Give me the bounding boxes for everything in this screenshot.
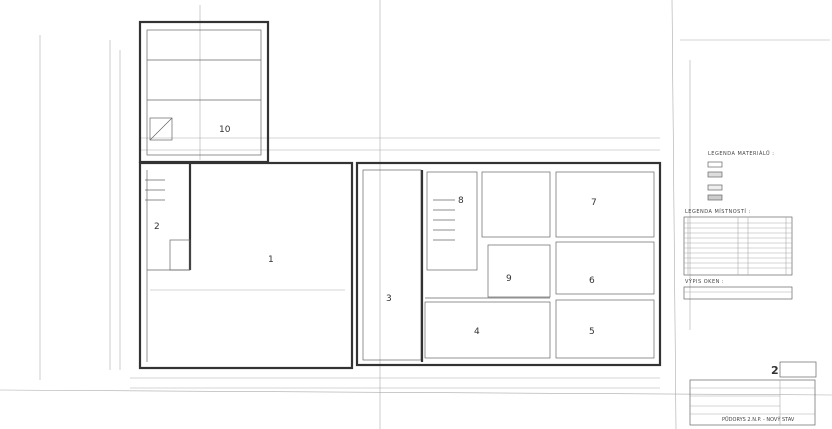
room-4-label: 4 <box>474 327 480 337</box>
room-2-label: 2 <box>154 222 160 232</box>
title-block: 2 PŮDORYS 2.N.P. - NOVÝ STAV <box>689 361 817 426</box>
room-10-label: 10 <box>219 125 231 135</box>
room-7-label: 7 <box>591 198 597 208</box>
room-3-label: 3 <box>386 294 392 304</box>
right-wing <box>355 161 662 367</box>
room-6-label: 6 <box>589 276 595 286</box>
upper-wing <box>138 20 270 164</box>
drawing-title: PŮDORYS 2.N.P. - NOVÝ STAV <box>722 416 795 423</box>
left-wing <box>138 161 354 370</box>
legend-rooms-title: LEGENDA MÍSTNOSTÍ : <box>685 208 751 215</box>
room-9-label: 9 <box>506 274 512 284</box>
legend-rooms: LEGENDA MÍSTNOSTÍ : VÝPIS OKEN : <box>683 208 793 300</box>
room-5-label: 5 <box>589 327 595 337</box>
windows-title: VÝPIS OKEN : <box>685 278 724 285</box>
room-8-label: 8 <box>458 196 464 206</box>
legend-materials: LEGENDA MATERIÁLŮ : <box>707 150 774 201</box>
room-1-label: 1 <box>268 255 274 265</box>
sheet-number: 2 <box>771 364 779 377</box>
legend-materials-title: LEGENDA MATERIÁLŮ : <box>708 150 774 157</box>
